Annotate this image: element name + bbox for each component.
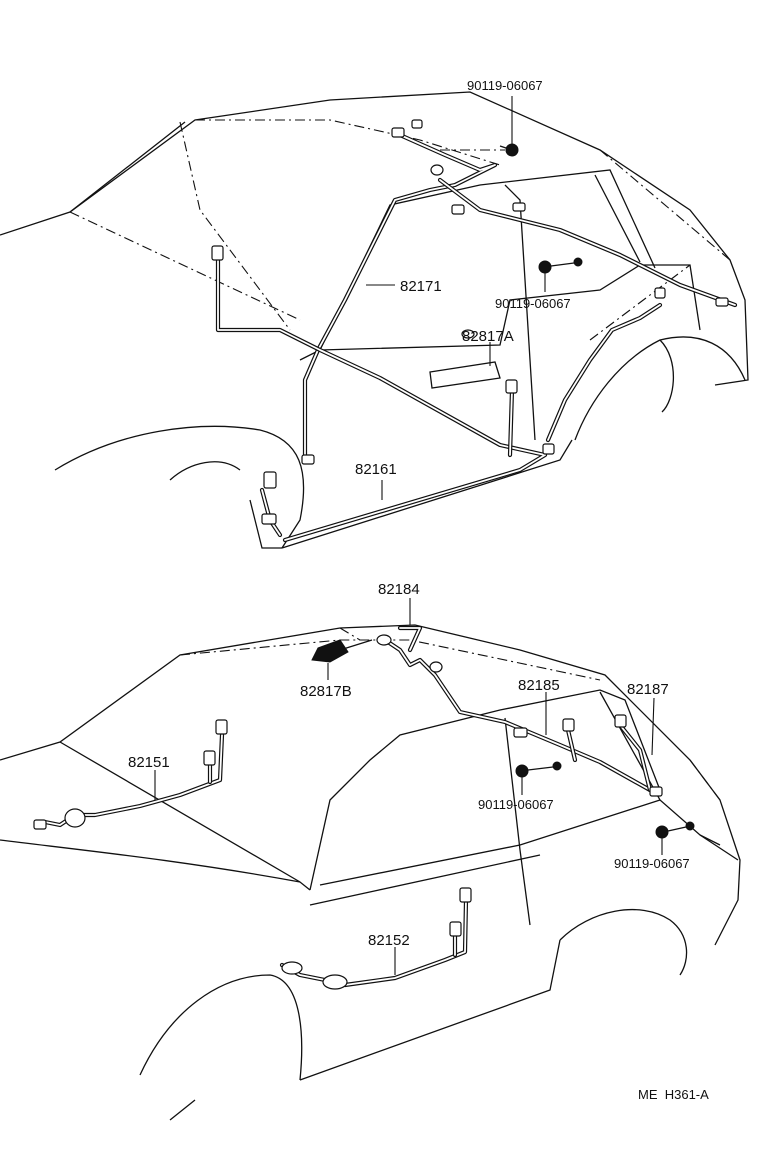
upper-wire-roof — [437, 177, 738, 308]
clip-82817b-icon — [311, 639, 349, 663]
lower-view: 82184 82817B 82185 82187 82151 90119-060… — [0, 581, 741, 1121]
connector — [411, 119, 423, 129]
lower-connectors — [33, 634, 663, 990]
lower-wire-82152 — [279, 897, 469, 988]
label-bolt-top: 90119-06067 — [467, 78, 543, 93]
label-82185: 82185 — [518, 677, 560, 694]
connector — [513, 727, 528, 738]
connector — [263, 471, 277, 489]
upper-car-body — [0, 91, 749, 549]
lower-wire-roof-82184 — [382, 625, 653, 793]
bolt-icon — [538, 257, 583, 274]
grommet — [322, 974, 348, 990]
label-82187: 82187 — [627, 681, 669, 698]
label-bolt-mid: 90119-06067 — [495, 296, 571, 311]
upper-wire-quarter — [545, 302, 663, 443]
connector — [562, 718, 575, 732]
reference-code: ME H361-A — [638, 1087, 709, 1102]
lower-wire-82151 — [42, 732, 225, 828]
connector — [203, 750, 216, 766]
label-82817a: 82817A — [462, 328, 514, 345]
lower-car-body — [0, 624, 741, 1121]
connector — [261, 513, 277, 525]
connector — [215, 719, 228, 735]
grommet — [430, 164, 444, 176]
connector — [715, 297, 729, 307]
label-bolt-b: 90119-06067 — [614, 856, 690, 871]
connector — [33, 819, 47, 830]
connector — [542, 443, 555, 455]
bolt-icon — [655, 821, 695, 839]
label-82151: 82151 — [128, 754, 170, 771]
bolt-icon — [515, 761, 562, 778]
grommet — [281, 961, 303, 975]
label-82161: 82161 — [355, 461, 397, 478]
connector — [512, 202, 526, 212]
connector — [505, 379, 518, 394]
upper-connectors — [211, 119, 729, 525]
upper-wire-82161 — [215, 257, 548, 543]
label-82152: 82152 — [368, 932, 410, 949]
upper-bolts — [499, 143, 583, 274]
upper-leaders — [366, 96, 546, 500]
connector — [451, 204, 465, 215]
connector — [654, 287, 666, 299]
connector — [459, 887, 472, 903]
connector — [211, 245, 224, 261]
connector — [449, 921, 462, 937]
upper-view: 90119-06067 82171 90119-06067 82817A 821… — [0, 78, 749, 549]
label-82817b: 82817B — [300, 683, 352, 700]
connector — [301, 454, 315, 465]
upper-wire-82171 — [302, 132, 498, 458]
grommet — [429, 661, 443, 673]
connector — [614, 714, 627, 728]
label-82171: 82171 — [400, 278, 442, 295]
label-bolt-a: 90119-06067 — [478, 797, 554, 812]
lower-wire-side — [565, 722, 653, 793]
grommet — [461, 329, 475, 339]
connector — [391, 127, 405, 138]
grommet — [64, 808, 86, 828]
lower-leaders — [154, 598, 663, 975]
grommet — [376, 634, 392, 646]
label-82184: 82184 — [378, 581, 420, 598]
connector — [649, 786, 663, 797]
